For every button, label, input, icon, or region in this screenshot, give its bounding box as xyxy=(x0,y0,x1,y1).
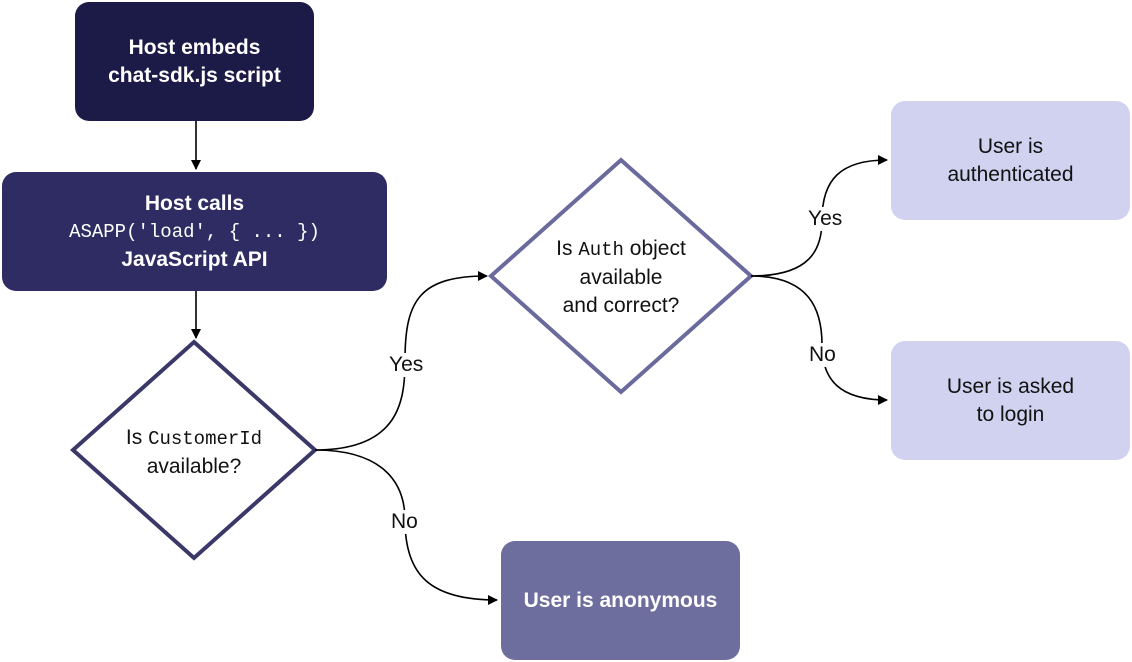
customer-check-label: Is CustomerId available? xyxy=(94,424,294,481)
edge-auth-no xyxy=(750,275,888,405)
node-user-login-line2: to login xyxy=(976,402,1045,426)
auth-check-line2: available xyxy=(579,266,663,289)
node-host-calls-line3: JavaScript API xyxy=(121,247,268,271)
auth-check-diamond xyxy=(487,157,755,395)
auth-check-suffix: object xyxy=(623,237,686,260)
node-user-anonymous-line1: User is anonymous xyxy=(523,588,718,612)
auth-check-label: Is Auth object available and correct? xyxy=(521,235,721,320)
node-host-embeds: Host embeds chat-sdk.js script xyxy=(75,2,314,121)
customer-check-line2: available? xyxy=(146,455,242,478)
customer-check-diamond xyxy=(69,339,319,561)
auth-check-line1: Is Auth object xyxy=(521,235,721,264)
node-host-embeds-line1: Host embeds xyxy=(128,35,261,59)
auth-check-prefix: Is xyxy=(556,237,579,260)
customer-check-line1: Is CustomerId xyxy=(94,424,294,453)
customer-check-code: CustomerId xyxy=(148,428,263,450)
edge-label-customer-no: No xyxy=(389,510,420,534)
node-user-login: User is asked to login xyxy=(891,341,1130,460)
customer-check-prefix: Is xyxy=(125,426,149,449)
node-host-embeds-line2: chat-sdk.js script xyxy=(108,63,281,87)
node-user-authenticated-line1: User is xyxy=(977,134,1044,158)
node-user-login-line1: User is asked xyxy=(946,374,1075,398)
edge-label-auth-yes: Yes xyxy=(806,207,845,231)
node-host-calls-line1: Host calls xyxy=(144,191,245,215)
node-user-authenticated-line2: authenticated xyxy=(947,162,1074,186)
edge-label-auth-no: No xyxy=(807,343,838,367)
auth-check-line3: and correct? xyxy=(562,294,680,317)
auth-check-code: Auth xyxy=(578,239,624,261)
edge-label-customer-yes: Yes xyxy=(387,353,426,377)
node-user-anonymous: User is anonymous xyxy=(501,541,740,660)
node-host-calls-code: ASAPP('load', { ... }) xyxy=(69,220,320,243)
node-host-calls: Host calls ASAPP('load', { ... }) JavaSc… xyxy=(2,172,387,291)
node-user-authenticated: User is authenticated xyxy=(891,101,1130,220)
